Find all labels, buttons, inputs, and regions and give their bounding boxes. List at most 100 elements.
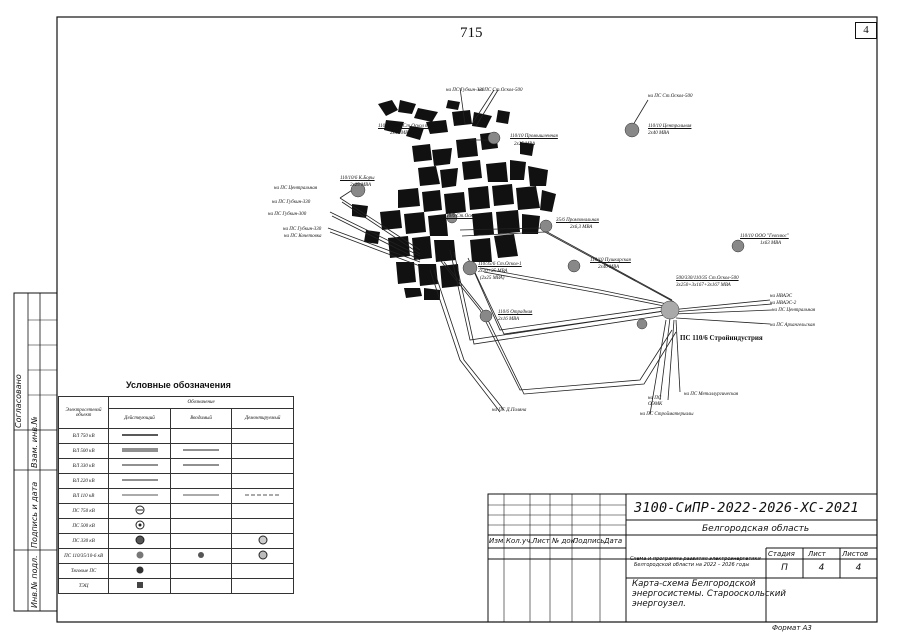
map-label: на ПС Архангельская (770, 323, 815, 328)
stage-value: П (781, 563, 788, 573)
legend-title: Условные обозначения (126, 380, 231, 390)
map-label: 2х16 МВА (498, 317, 520, 322)
map-label: на ПС Ст.Оскол-500 (648, 94, 693, 99)
ps-pushkarskaya (567, 259, 581, 273)
ps-kboryi (350, 182, 366, 198)
ps-stoskol-1 (462, 260, 478, 276)
description-line-2: Белгородской области на 2022 – 2026 годы (634, 562, 750, 568)
map-label: на ПС Кочетовка (284, 234, 322, 239)
substations (350, 122, 745, 330)
map-label: 2х25 МВА (350, 183, 372, 188)
legend-row-label: ВЛ 500 кВ (57, 443, 110, 459)
map-label: 110/10 Промышленная (510, 134, 558, 139)
map-label: 1х63 МВА (760, 241, 782, 246)
side-label-podpis-data: Подпись и дата (30, 481, 39, 548)
legend-row-label: ВЛ 330 кВ (57, 458, 110, 474)
legend-header-existing: Действующий (108, 408, 171, 429)
map-label: 2х40 МВА (648, 131, 670, 136)
sheets-label: Листов (842, 550, 869, 558)
map-label: 35/6 Промзональная (556, 218, 599, 223)
map-label: (2х25 МВА) (480, 276, 505, 281)
map-label: 2х20+25 МВА (478, 269, 508, 274)
map-label: на НВАЭС (770, 294, 793, 299)
title-block-grid (487, 493, 878, 623)
ps-stoskol-500 (660, 300, 680, 320)
map-label: 110/27,5/10 Ст.Оскол тяга (378, 124, 436, 129)
sheet-tag: 4 (855, 22, 877, 39)
map-label: 110/10/6 К.Боры (340, 176, 375, 181)
legend-row-label: ПС 110/35/10-6 кВ (57, 548, 110, 564)
map-title: Карта-схема Белгородской энергосистемы. … (632, 579, 786, 609)
legend-row-label: ПС 500 кВ (57, 518, 110, 534)
col-header-kol-uch: Кол.уч. (506, 537, 533, 545)
sheets-value: 4 (855, 563, 862, 573)
format-label: Формат А3 (772, 624, 812, 632)
legend-row-label: ВЛ 110 кВ (57, 488, 110, 504)
map-label: на ПС Губкин-330 (272, 200, 311, 205)
map-label: на ПС Губкин-300 (268, 212, 307, 217)
side-label-vzam-inv: Взам. инв.№ (30, 416, 39, 468)
sheet-label: Лист (808, 550, 826, 558)
ps-otradnaya (479, 309, 493, 323)
region-name: Белгородская область (702, 524, 810, 534)
map-label: на ПС Центральная (772, 308, 816, 313)
col-header-podpis: Подпись (573, 537, 605, 545)
map-label: ПС 110/6 Стройиндустрия (680, 334, 763, 342)
legend-header-designation: Обозначение (108, 396, 294, 409)
col-header-izm: Изм. (489, 537, 506, 545)
side-label-inv-podl: Инв.№ подл. (30, 555, 39, 608)
map-label: 2х40 МВА (598, 265, 620, 270)
transmission-lines (327, 87, 773, 415)
legend-row-label: ВЛ 750 кВ (57, 428, 110, 444)
stage-label: Стадия (768, 550, 795, 558)
map-label: на ПС Центральная (274, 186, 318, 191)
map-label: 110/6 Ст.Оскол (444, 214, 478, 219)
map-label: 110/10 ООО "Геоплюс" (740, 234, 789, 239)
legend-row-label: ПС 330 кВ (57, 533, 110, 549)
ps-kotelnaya (487, 131, 501, 145)
map-label: на НВАЭС-2 (770, 301, 797, 306)
legend-table: Электросетевой объект Обозначение Действ… (57, 396, 294, 594)
legend-header-element: Электросетевой объект (57, 396, 110, 429)
map-label: на ПС Д.Поляна (492, 408, 527, 413)
col-header-list: Лист (532, 537, 550, 545)
col-header-n-dok: № док. (552, 537, 578, 545)
legend-header-planned: Вводимый (169, 408, 233, 429)
map-label: 2х25 МВА (514, 142, 536, 147)
ps-stroyindustriya (636, 318, 648, 330)
legend-row-label: Тяговые ПС (57, 563, 110, 579)
map-label: 500/330/110/35 Ст.Оскол-500 (676, 276, 739, 281)
legend-row-label: ТЭЦ (57, 578, 110, 594)
map-label: 110/6 Отрадная (498, 310, 533, 315)
legend-row-label: ВЛ 220 кВ (57, 473, 110, 489)
map-label: на ПС ОЭМК (648, 396, 663, 407)
map-label: 110/10 Пушкарская (590, 258, 631, 263)
map-label: 2х40 МВА (390, 131, 412, 136)
description-line-1: Схема и программа развития электроэнерге… (630, 556, 761, 562)
ps-promzonalnaya (539, 219, 553, 233)
map-label: 3х250+3х167+3х167 МВА (676, 283, 731, 288)
map-label: 2х6,3 МВА (570, 225, 593, 230)
map-title-line-3: энергоузел. (632, 599, 687, 609)
legend-row-label: ПС 750 кВ (57, 503, 110, 519)
side-label-soglasovano: Согласовано (14, 374, 23, 428)
ps-geoplus (731, 239, 745, 253)
page-number: 715 (460, 25, 483, 41)
binding-strip (13, 292, 58, 612)
document-code: 3100-СиПР-2022-2026-ХС-2021 (634, 500, 859, 516)
map-title-line-1: Карта-схема Белгородской (632, 579, 756, 589)
col-header-data: Дата (604, 537, 623, 545)
map-label: на ПС Губкин-330 (283, 227, 322, 232)
map-label: 110/35/6 Ст.Оскол-1 (478, 262, 522, 267)
ps-centralnaya (624, 122, 640, 138)
map-label: на ПС Металлургическая (684, 392, 739, 397)
ps-stoskol (446, 212, 458, 224)
map-label: на ПС Ст.Оскол-500 (478, 88, 523, 93)
map-label: на ПС Стройматериалы (640, 412, 694, 417)
map-title-line-2: энергосистемы. Старооскольский (632, 589, 786, 599)
city-blocks (352, 100, 556, 300)
sheet-value: 4 (818, 563, 825, 573)
legend-header-dismantled: Демонтируемый (231, 408, 294, 429)
